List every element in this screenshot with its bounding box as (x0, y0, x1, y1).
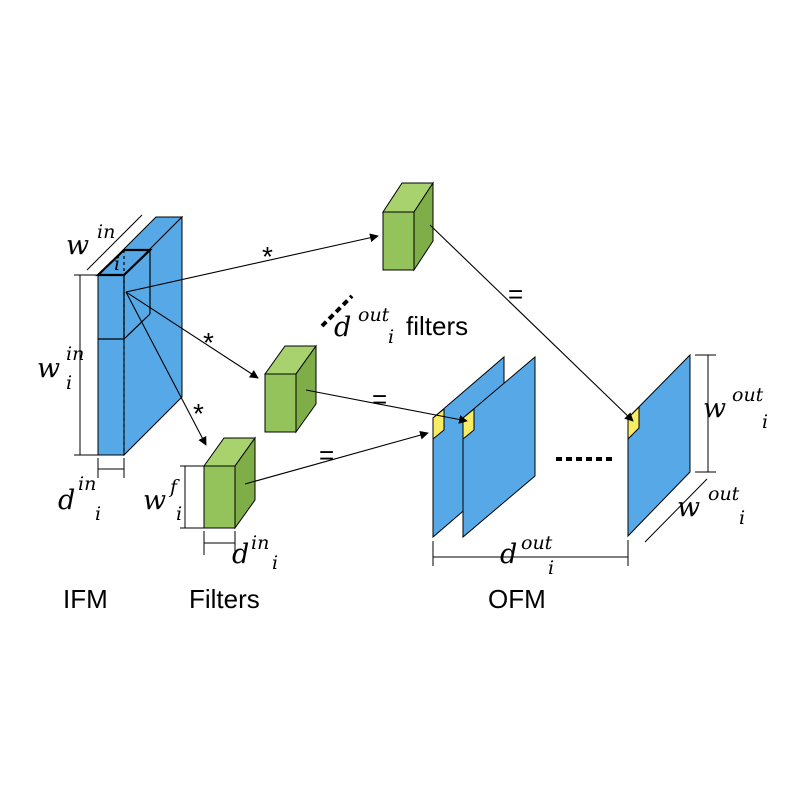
filter-middle (264, 344, 317, 434)
svg-text:i: i (176, 503, 182, 525)
svg-text:d: d (58, 485, 75, 516)
filter-top (382, 181, 434, 272)
arrow-filter-top-to-ofm-last (429, 224, 634, 422)
label-w-in-top: w in i (66, 221, 120, 275)
equals-symbol-bottom: = (319, 440, 334, 470)
filter-dimension-lines (180, 465, 236, 555)
filter-bottom (203, 436, 256, 530)
svg-text:in: in (66, 343, 84, 365)
more-filters-dashes (320, 294, 354, 328)
arrow-ifm-to-filter-middle (125, 291, 259, 379)
svg-text:i: i (388, 326, 394, 348)
svg-text:out: out (732, 384, 764, 406)
svg-text:i: i (95, 503, 101, 525)
svg-text:d: d (334, 312, 351, 343)
conv-arrows (125, 224, 634, 485)
arrow-filter-middle-to-ofm-2 (305, 389, 468, 424)
svg-text:i: i (548, 557, 554, 579)
ofm-output-pixel-last (627, 405, 640, 441)
svg-text:d: d (232, 539, 249, 570)
svg-text:w: w (703, 393, 726, 424)
svg-text:in: in (97, 221, 115, 243)
ifm-volume (74, 214, 184, 478)
svg-text:out: out (521, 532, 553, 554)
label-w-in-left: w in i (37, 343, 84, 394)
label-d-out-filters: d out i filters (334, 304, 468, 348)
svg-text:in: in (251, 532, 269, 554)
caption-filters: Filters (189, 584, 260, 614)
caption-ifm: IFM (63, 584, 108, 614)
arrow-ifm-to-filter-top (125, 233, 379, 293)
ofm-plane-last (627, 353, 691, 538)
svg-text:w: w (37, 353, 60, 384)
convolve-symbol-top: * (262, 241, 273, 272)
svg-text:out: out (708, 483, 740, 505)
label-d-out-ofm: d out i (500, 532, 554, 579)
svg-text:w: w (66, 230, 89, 261)
convolve-symbol-middle: * (203, 327, 214, 358)
svg-text:i: i (272, 552, 278, 574)
svg-text:i: i (739, 507, 745, 529)
arrow-filter-bottom-to-ofm-1 (244, 430, 429, 485)
svg-text:w: w (143, 485, 166, 516)
label-d-in-filter: d in i (232, 532, 278, 574)
equals-symbol-middle: = (372, 384, 387, 414)
caption-ofm: OFM (488, 584, 546, 614)
arrow-ifm-to-filter-bottom (125, 291, 207, 446)
svg-text:filters: filters (406, 311, 468, 341)
svg-text:in: in (78, 473, 96, 495)
ifm-front-face (97, 274, 125, 456)
label-w-f: w f i (143, 476, 182, 525)
label-w-out-bottom: w out i (677, 483, 745, 529)
svg-text:d: d (500, 539, 517, 570)
ofm-dimension-lines (432, 354, 716, 566)
equals-symbol-top: = (508, 279, 523, 309)
ifm-dimension-lines (74, 214, 143, 478)
svg-text:i: i (762, 411, 768, 433)
label-w-out-right: w out i (703, 384, 768, 433)
svg-text:f: f (168, 476, 180, 498)
svg-text:w: w (677, 492, 700, 523)
convolve-symbol-bottom: * (193, 398, 204, 429)
svg-text:i: i (66, 372, 72, 394)
label-d-in-ifm: d in i (58, 473, 101, 525)
svg-text:i: i (114, 253, 120, 275)
svg-text:out: out (358, 304, 390, 326)
receptive-field-cube (95, 248, 153, 455)
